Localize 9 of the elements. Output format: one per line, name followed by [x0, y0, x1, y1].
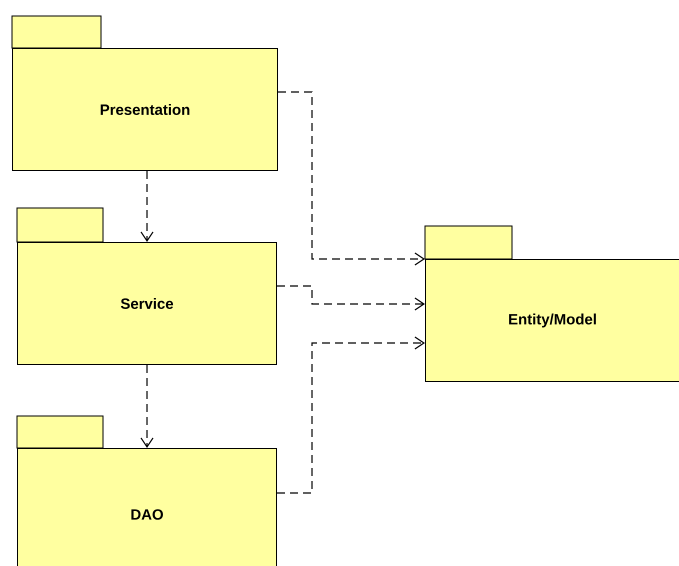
- dependency-arrow: [277, 285, 425, 310]
- package-box: Service: [16, 207, 277, 365]
- dependency-arrow: [140, 365, 154, 448]
- package-box: Presentation: [12, 16, 278, 171]
- dependency-arrow: [278, 91, 425, 266]
- package-box: Entity/Model: [424, 225, 679, 382]
- dependency-arrow: [277, 336, 425, 494]
- package-box: DAO: [16, 415, 277, 566]
- dependency-arrow: [140, 171, 154, 242]
